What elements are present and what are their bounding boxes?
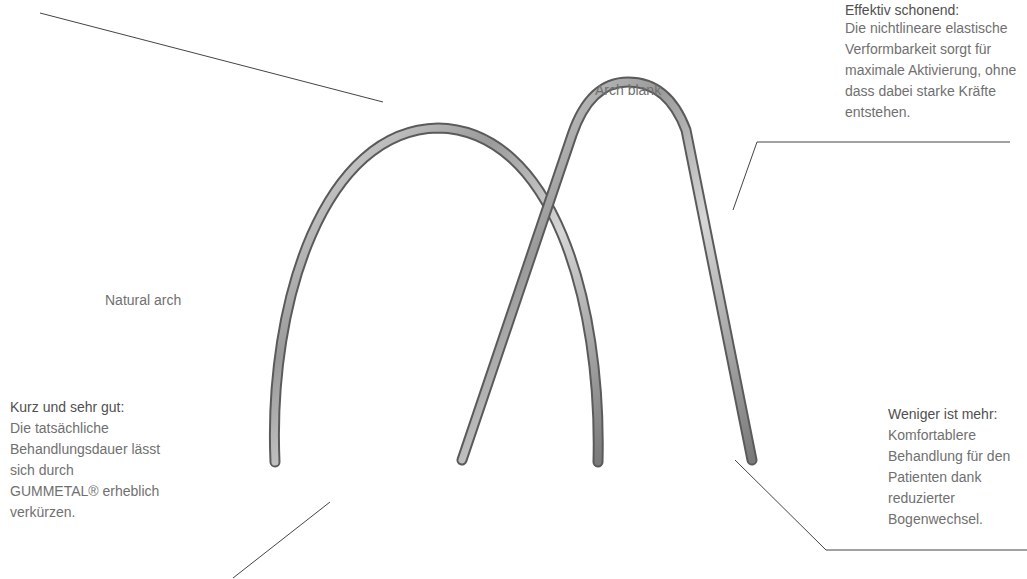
leader-line xyxy=(733,142,1010,210)
leader-line xyxy=(735,460,1027,550)
callout-text: Die nichtlineare elastische Verformbarke… xyxy=(845,18,1023,123)
callout-heading: Effektiv schonend: xyxy=(845,0,1023,21)
part-name: Natural arch xyxy=(105,290,225,311)
leader-line xyxy=(40,13,383,102)
natural-arch-wire xyxy=(274,128,598,462)
callout-heading: Weniger ist mehr: xyxy=(888,404,1023,425)
callout-heading: Kurz und sehr gut: xyxy=(10,397,165,418)
callout-text: Die tatsächliche Behandlungsdauer lässt … xyxy=(10,418,165,523)
leader-line xyxy=(233,502,330,578)
arch-blank-wire xyxy=(462,82,752,460)
part-name: Arch blank xyxy=(595,80,715,101)
callout-text: Komfortablere Behandlung für den Patient… xyxy=(888,425,1023,530)
